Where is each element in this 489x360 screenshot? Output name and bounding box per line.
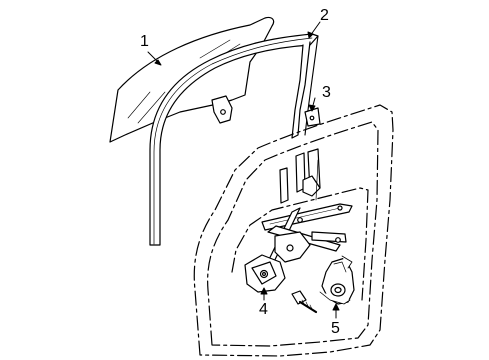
callout-1: 1 — [140, 33, 149, 50]
callout-3: 3 — [322, 84, 331, 101]
callout-5: 5 — [331, 320, 340, 337]
guide-rails — [279, 148, 321, 204]
callout-2: 2 — [320, 7, 329, 24]
small-bracket — [304, 107, 321, 127]
window-motor-5 — [319, 255, 355, 305]
bolt — [291, 290, 318, 314]
door-inner-panel — [193, 104, 394, 357]
glass-run-channel — [149, 33, 319, 246]
callout-4: 4 — [259, 301, 268, 318]
leader-lines — [147, 21, 340, 319]
window-regulator — [261, 203, 353, 275]
regulator-assembly-4 — [244, 254, 318, 314]
